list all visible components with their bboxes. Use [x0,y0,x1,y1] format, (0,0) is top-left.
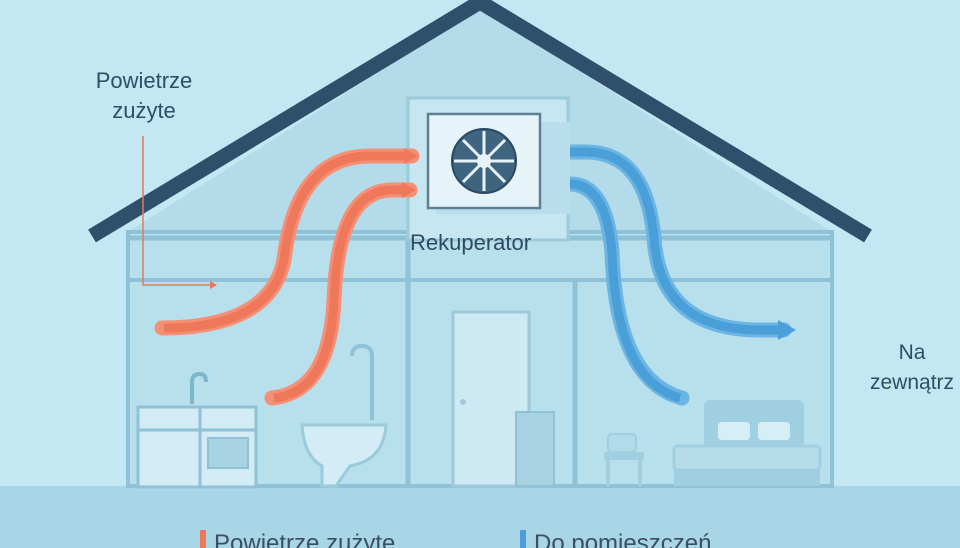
legend-label-exhaust: Powietrze zużyte [214,530,396,548]
toilet-icon [300,423,388,488]
recuperator-unit [426,112,570,214]
legend-item-supply: Do pomieszczeń [520,530,711,548]
legend-label-supply: Do pomieszczeń [534,530,712,548]
sink-icon [190,371,208,404]
legend-item-exhaust: Powietrze zużyte [200,530,395,548]
oven-icon [207,437,249,469]
shower-icon [350,343,374,420]
roof [88,0,872,243]
chair [604,452,644,460]
supply-flow [532,144,796,406]
label-recuperator: Rekuperator [410,230,532,255]
legend: Powietrze zużyte Do pomieszczeń [0,530,960,548]
fan-icon [451,128,517,194]
label-outside: Na zewnątrz [869,341,955,394]
kitchen [136,371,258,489]
legend-swatch-supply [520,530,526,548]
bathroom [300,310,555,488]
ground [0,486,960,548]
exhaust-pointer [142,136,214,286]
cabinet [515,411,555,487]
bedroom [604,400,822,486]
label-exhaust-air: Powietrze zużyte [95,68,193,123]
legend-swatch-exhaust [200,530,206,548]
exhaust-flow [154,148,420,406]
bed-icon [672,400,822,486]
